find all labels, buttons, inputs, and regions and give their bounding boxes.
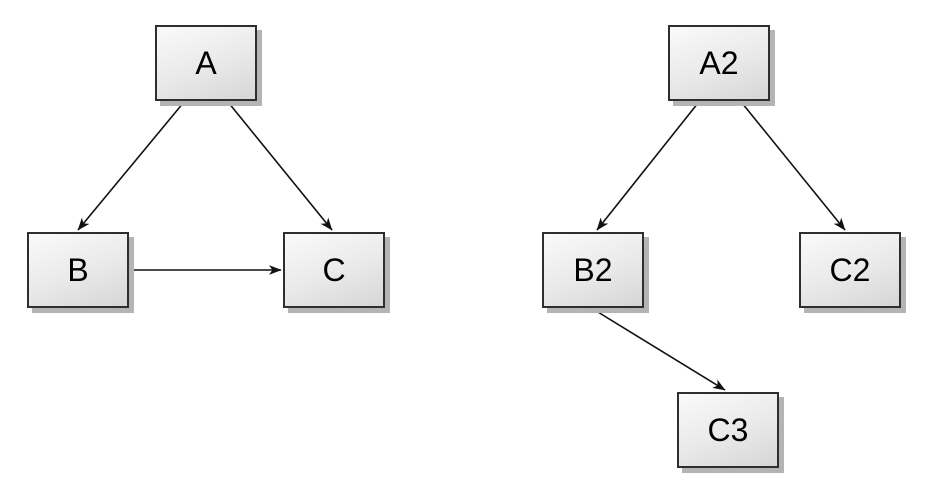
graph-node-b2[interactable]: B2 bbox=[542, 232, 644, 308]
node-label: B2 bbox=[573, 252, 613, 288]
graph-node-b[interactable]: B bbox=[27, 232, 129, 308]
node-label: C2 bbox=[829, 252, 871, 288]
graph-node-c[interactable]: C bbox=[283, 232, 385, 308]
graph-node-c3[interactable]: C3 bbox=[677, 392, 779, 468]
node-label: C bbox=[322, 252, 346, 288]
node-label: A bbox=[195, 45, 217, 81]
graph-node-c2[interactable]: C2 bbox=[799, 232, 901, 308]
edge-a2-to-c2[interactable] bbox=[741, 102, 846, 231]
node-label: B bbox=[67, 252, 89, 288]
node-label: A2 bbox=[699, 45, 739, 81]
graph-node-a2[interactable]: A2 bbox=[668, 25, 770, 101]
edge-a-to-b[interactable] bbox=[77, 101, 185, 231]
edge-b2-to-c3[interactable] bbox=[592, 308, 726, 391]
edge-a2-to-b2[interactable] bbox=[596, 102, 699, 231]
node-label: C3 bbox=[707, 412, 749, 448]
edge-a-to-c[interactable] bbox=[227, 101, 333, 231]
graph-node-a[interactable]: A bbox=[155, 25, 257, 101]
